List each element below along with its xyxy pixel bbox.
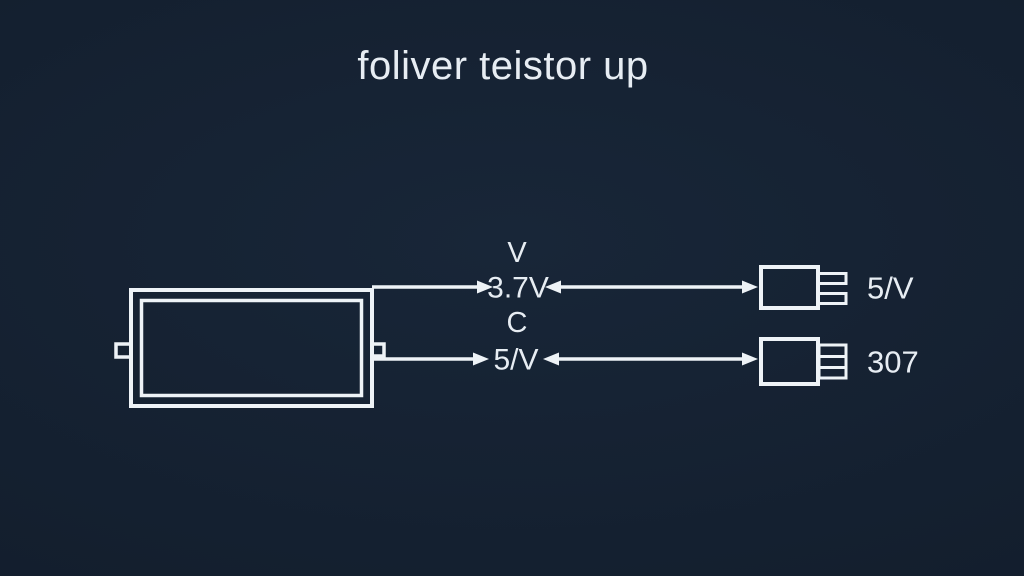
current-span-left-arrowhead-icon: [543, 352, 559, 366]
voltage-connector-label: 5/V: [867, 271, 914, 306]
voltage-span-left-arrowhead-icon: [545, 280, 561, 294]
current-row: C 5/V 307: [372, 307, 919, 386]
plug-prong-top: [816, 272, 848, 285]
plug-body: [759, 265, 820, 310]
connector-pin-block: [817, 343, 848, 380]
multi-pin-connector-icon: [759, 337, 848, 386]
current-span-right-arrowhead-icon: [742, 352, 758, 366]
diagram-title: foliver teistor up: [357, 44, 649, 88]
plug-prong-bottom: [816, 292, 848, 305]
voltage-param-label: V: [507, 237, 527, 269]
current-lead-arrowhead-icon: [473, 352, 489, 366]
battery-left-terminal: [114, 342, 133, 359]
current-value-label: 5/V: [493, 344, 538, 377]
voltage-span-right-arrowhead-icon: [742, 280, 758, 294]
current-param-label: C: [507, 307, 528, 339]
current-connector-label: 307: [867, 345, 919, 380]
battery-inner-body: [139, 298, 364, 398]
voltage-lead-arrowhead-icon: [477, 280, 493, 294]
voltage-value-label: 3.7V: [487, 272, 549, 305]
connector-body: [759, 337, 820, 386]
battery-icon: [114, 288, 386, 408]
battery-outer-body: [129, 288, 374, 408]
battery-right-terminal: [370, 342, 386, 358]
two-prong-plug-icon: [759, 265, 848, 310]
voltage-row: V 3.7V 5/V: [372, 237, 914, 310]
